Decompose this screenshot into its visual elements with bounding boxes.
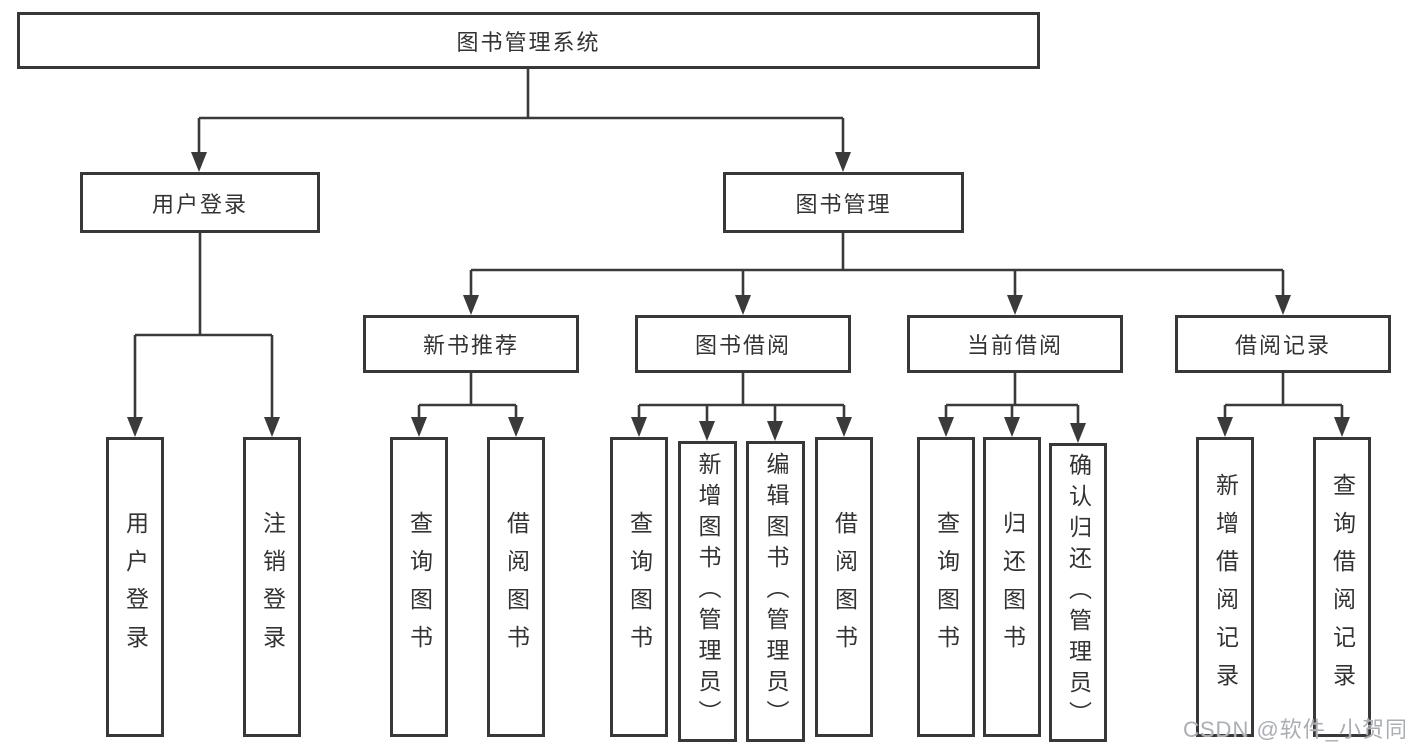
leaf-borrow-query: 查询图书: [610, 437, 668, 737]
leaf-logout-label: 注销登录: [259, 511, 286, 663]
connector-currentborrow-to-leaves: [944, 373, 1080, 425]
connector-userlogin-to-leaves: [133, 233, 274, 419]
leaf-newbook-borrow-label: 借阅图书: [503, 511, 530, 663]
watermark: CSDN @软件_小贺同学: [1183, 717, 1405, 742]
node-book-management-label: 图书管理: [795, 191, 892, 217]
connector-newbook-to-leaves: [417, 373, 518, 419]
leaf-user-login: 用户登录: [106, 437, 164, 737]
leaf-add-borrow-record: 新增借阅记录: [1196, 437, 1254, 737]
node-current-borrow-label: 当前借阅: [966, 333, 1063, 358]
arrowheads: [127, 152, 1350, 443]
leaf-newbook-borrow: 借阅图书: [487, 437, 545, 737]
leaf-borrow-book-label: 借阅图书: [831, 511, 858, 663]
leaf-borrow-book: 借阅图书: [815, 437, 873, 737]
leaf-current-query-label: 查询图书: [933, 511, 960, 663]
leaf-current-query: 查询图书: [917, 437, 975, 737]
leaf-edit-book-admin: 编辑图书（管理员）: [746, 441, 805, 742]
leaf-add-borrow-record-label: 新增借阅记录: [1212, 473, 1239, 701]
leaf-query-borrow-record: 查询借阅记录: [1313, 437, 1371, 737]
leaf-confirm-return-admin-label: 确认归还（管理员）: [1065, 453, 1092, 732]
node-new-book-recommend: 新书推荐: [363, 315, 579, 373]
leaf-query-borrow-record-label: 查询借阅记录: [1329, 473, 1356, 701]
node-root: 图书管理系统: [17, 12, 1040, 69]
node-current-borrow: 当前借阅: [907, 315, 1123, 373]
node-user-login: 用户登录: [80, 172, 320, 233]
node-borrow-records-label: 借阅记录: [1234, 333, 1331, 358]
connector-records-to-leaves: [1223, 373, 1344, 419]
node-user-login-label: 用户登录: [151, 191, 248, 217]
leaf-newbook-query: 查询图书: [390, 437, 448, 737]
leaf-logout: 注销登录: [243, 437, 301, 737]
leaf-return-book: 归还图书: [983, 437, 1041, 737]
node-borrow-records: 借阅记录: [1175, 315, 1391, 373]
leaf-edit-book-admin-label: 编辑图书（管理员）: [763, 452, 789, 731]
leaf-user-login-label: 用户登录: [122, 511, 149, 663]
leaf-add-book-admin-label: 新增图书（管理员）: [695, 452, 721, 731]
connector-bookmgmt-to-sections: [469, 233, 1285, 297]
connector-root-to-level2: [197, 69, 845, 154]
node-book-borrow-label: 图书借阅: [694, 333, 791, 358]
leaf-borrow-query-label: 查询图书: [626, 511, 653, 663]
node-book-management: 图书管理: [723, 172, 964, 233]
node-root-label: 图书管理系统: [456, 29, 601, 55]
leaf-return-book-label: 归还图书: [999, 511, 1026, 663]
node-new-book-recommend-label: 新书推荐: [422, 333, 519, 358]
connector-bookborrow-to-leaves: [637, 373, 846, 423]
leaf-confirm-return-admin: 确认归还（管理员）: [1049, 443, 1107, 742]
leaf-add-book-admin: 新增图书（管理员）: [678, 441, 737, 742]
node-book-borrow: 图书借阅: [635, 315, 851, 373]
leaf-newbook-query-label: 查询图书: [406, 511, 433, 663]
